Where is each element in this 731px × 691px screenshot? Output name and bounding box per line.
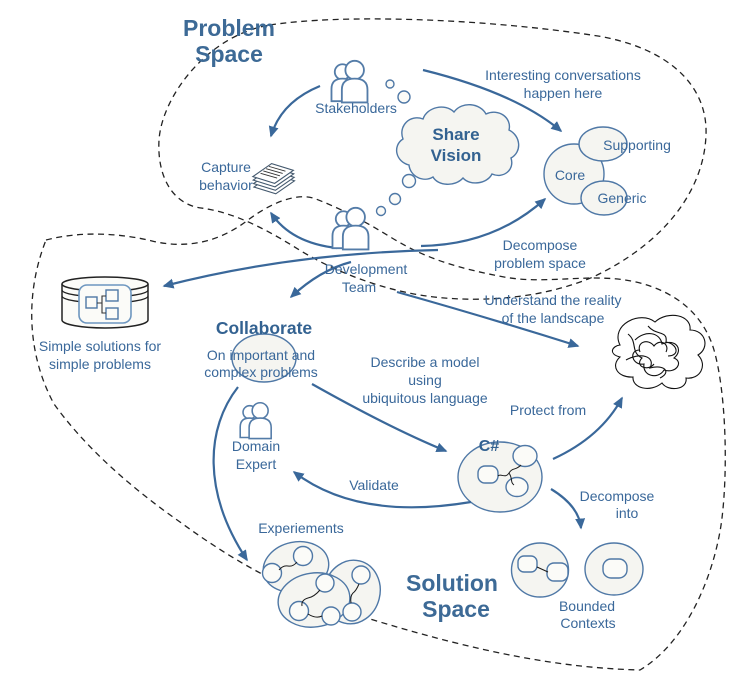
decompose-problem-label: Decompose bbox=[503, 237, 578, 253]
stakeholders-label: Stakeholders bbox=[315, 100, 397, 116]
arrow-model-to-scribble-protect bbox=[552, 396, 623, 460]
model-circle bbox=[457, 441, 543, 513]
thought-bubble bbox=[385, 79, 395, 89]
interesting-conversations-label: happen here bbox=[524, 85, 603, 101]
supporting-label: Supporting bbox=[603, 137, 671, 153]
describe-model-label: using bbox=[408, 372, 441, 388]
generic-label: Generic bbox=[597, 190, 646, 206]
bounded-contexts-label: Contexts bbox=[560, 615, 615, 631]
arrow-devteam-to-database bbox=[162, 248, 439, 289]
development-team-label: Team bbox=[342, 279, 376, 295]
domain-expert-icon bbox=[239, 401, 272, 440]
decompose-into-label: into bbox=[616, 505, 639, 521]
core-label: Core bbox=[555, 167, 586, 183]
protect-from-label: Protect from bbox=[510, 402, 586, 418]
thought-bubble bbox=[388, 192, 402, 206]
collaborate-circle bbox=[231, 333, 297, 383]
solution-space-title: Space bbox=[422, 596, 490, 622]
arrow-devteam-to-scribble bbox=[396, 290, 580, 348]
share-vision-label: Share bbox=[432, 125, 479, 144]
describe-model-label: ubiquitous language bbox=[362, 390, 488, 406]
papers-stack-icon bbox=[251, 162, 296, 195]
experiments-cluster bbox=[261, 540, 381, 628]
solution-space-title: Solution bbox=[406, 570, 498, 596]
collaborate-subtitle: On important and bbox=[207, 347, 315, 363]
solution-space-boundary bbox=[31, 196, 726, 671]
bounded-contexts-label: Bounded bbox=[559, 598, 615, 614]
capture-behavior-label: Capture bbox=[201, 159, 251, 175]
problem-space-boundary bbox=[158, 18, 707, 300]
domain-expert-label: Domain bbox=[232, 438, 280, 454]
arrow-collaborate-to-experiments bbox=[212, 386, 248, 562]
validate-label: Validate bbox=[349, 477, 399, 493]
collaborate-title: Collaborate bbox=[216, 318, 313, 338]
understand-reality-label: Understand the reality bbox=[485, 292, 622, 308]
csharp-label: C# bbox=[479, 438, 500, 455]
experiments-label: Experiements bbox=[258, 520, 344, 536]
share-vision-label: Vision bbox=[431, 146, 482, 165]
thought-bubble bbox=[397, 90, 411, 104]
domain-expert-label: Expert bbox=[236, 456, 277, 472]
understand-reality-label: of the landscape bbox=[502, 310, 605, 326]
capture-behavior-label: behavior bbox=[199, 177, 253, 193]
subdomain-circles bbox=[543, 126, 628, 216]
share-vision-cloud bbox=[375, 79, 520, 217]
arrow-stakeholders-to-core bbox=[422, 68, 563, 132]
bounded-contexts bbox=[510, 542, 644, 598]
tangle-scribble bbox=[611, 314, 706, 390]
arrow-devteam-to-core bbox=[420, 197, 547, 248]
database-icon bbox=[61, 276, 149, 329]
interesting-conversations-label: Interesting conversations bbox=[485, 67, 641, 83]
arrow-model-to-expert-validate bbox=[292, 471, 472, 509]
development-team-icon bbox=[331, 206, 370, 251]
problem-space-title: Space bbox=[195, 41, 263, 67]
development-team-label: Development bbox=[325, 261, 408, 277]
simple-solutions-label: Simple solutions for bbox=[39, 338, 162, 354]
arrow-devteam-to-capture bbox=[270, 211, 338, 250]
describe-model-label: Describe a model bbox=[371, 354, 480, 370]
thought-bubble bbox=[375, 205, 387, 217]
decompose-into-label: Decompose bbox=[580, 488, 655, 504]
thought-bubble bbox=[401, 173, 417, 189]
arrow-model-to-bounded bbox=[550, 488, 586, 530]
collaborate-subtitle: complex problems bbox=[204, 364, 318, 380]
decompose-problem-label: problem space bbox=[494, 255, 586, 271]
arrow-collaborate-to-model bbox=[311, 383, 448, 453]
simple-solutions-label: simple problems bbox=[49, 356, 151, 372]
problem-space-title: Problem bbox=[183, 15, 275, 41]
arrow-devteam-to-collaborate bbox=[289, 260, 352, 299]
stakeholders-icon bbox=[330, 59, 369, 104]
arrow-stakeholders-to-capture bbox=[268, 84, 321, 138]
